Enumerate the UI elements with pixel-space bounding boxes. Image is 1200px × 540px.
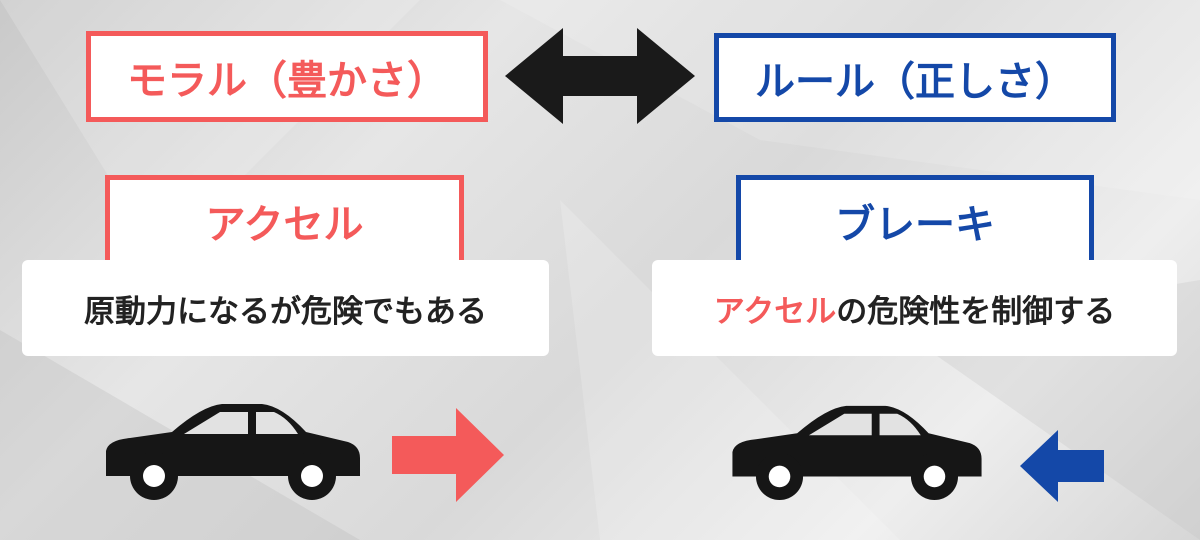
brake-label: ブレーキ bbox=[835, 202, 995, 248]
brake-description-rest: の危険性を制御する bbox=[836, 293, 1116, 330]
arrow-left-icon bbox=[1020, 430, 1104, 502]
accelerator-description: 原動力になるが危険でもある bbox=[22, 260, 549, 356]
accelerator-label: アクセル bbox=[205, 202, 364, 248]
brake-box: ブレーキ bbox=[736, 175, 1094, 267]
moral-label: モラル（豊かさ） bbox=[127, 57, 447, 104]
moral-box: モラル（豊かさ） bbox=[86, 31, 488, 122]
brake-description-highlight: アクセル bbox=[713, 293, 837, 330]
rule-label: ルール（正しさ） bbox=[755, 58, 1075, 105]
accelerator-box: アクセル bbox=[105, 175, 464, 267]
car-icon bbox=[106, 404, 360, 500]
double-arrow-icon bbox=[505, 28, 695, 124]
rule-box: ルール（正しさ） bbox=[714, 33, 1116, 122]
accelerator-description-text: 原動力になるが危険でもある bbox=[84, 293, 487, 330]
car-icon bbox=[732, 405, 982, 500]
brake-description: アクセルの危険性を制御する bbox=[652, 260, 1177, 356]
arrow-right-icon bbox=[392, 408, 504, 502]
